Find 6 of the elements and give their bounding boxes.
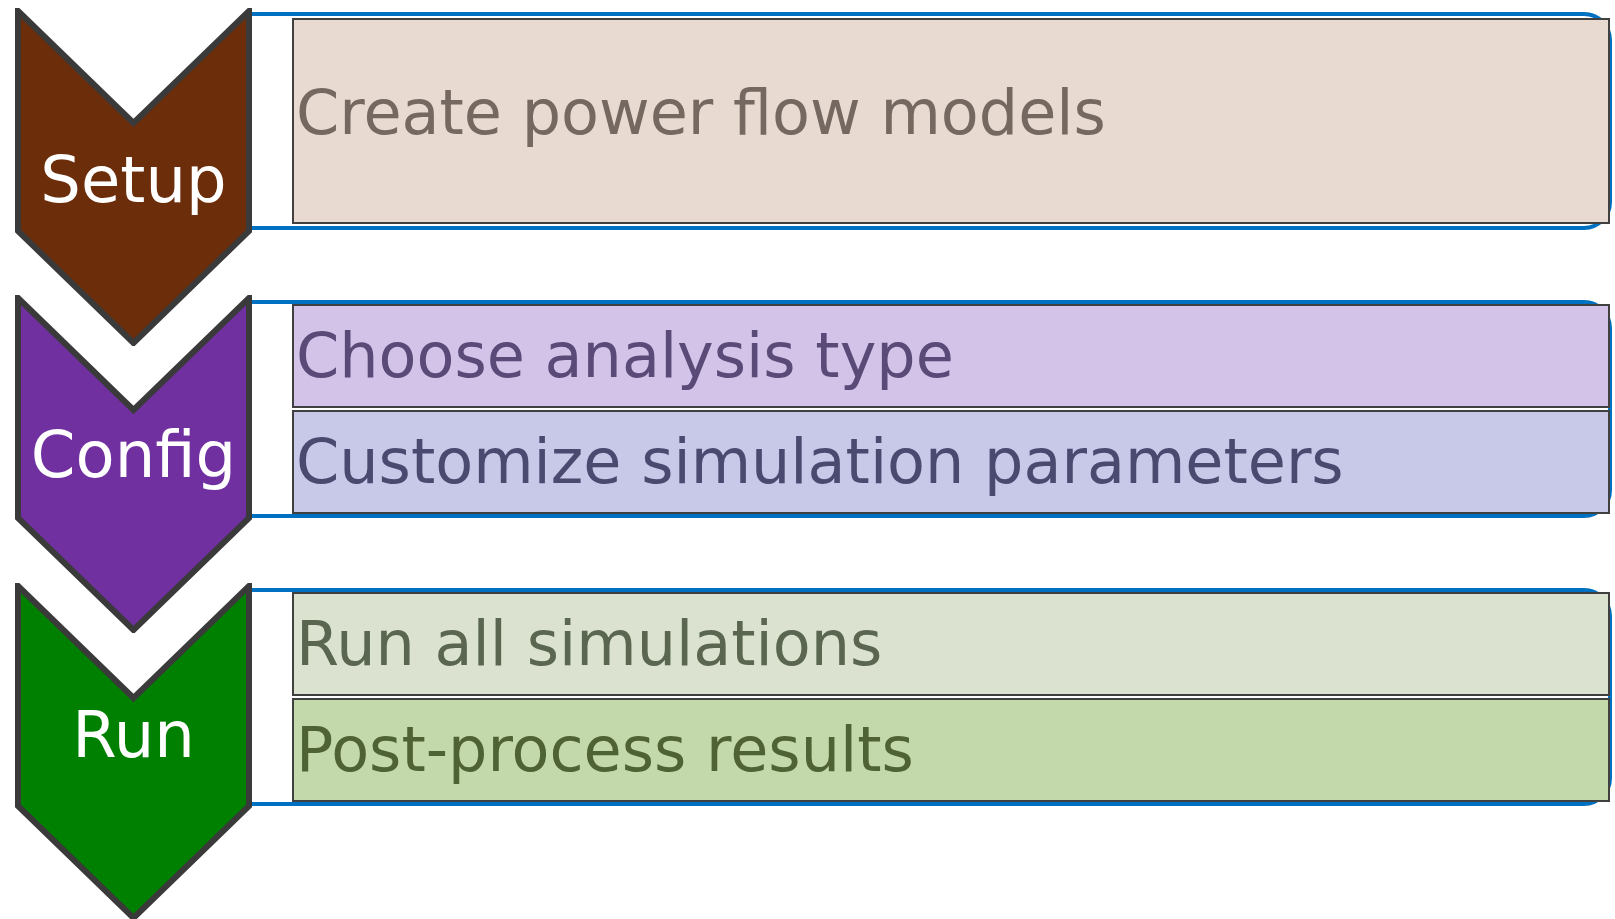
step-box: Post-process results (292, 698, 1610, 802)
step-box: Create power flow models (292, 18, 1610, 224)
step-box: Run all simulations (292, 592, 1610, 696)
step-label: Run (71, 703, 196, 767)
step-box: Choose analysis type (292, 304, 1610, 408)
step-box: Customize simulation parameters (292, 410, 1610, 514)
